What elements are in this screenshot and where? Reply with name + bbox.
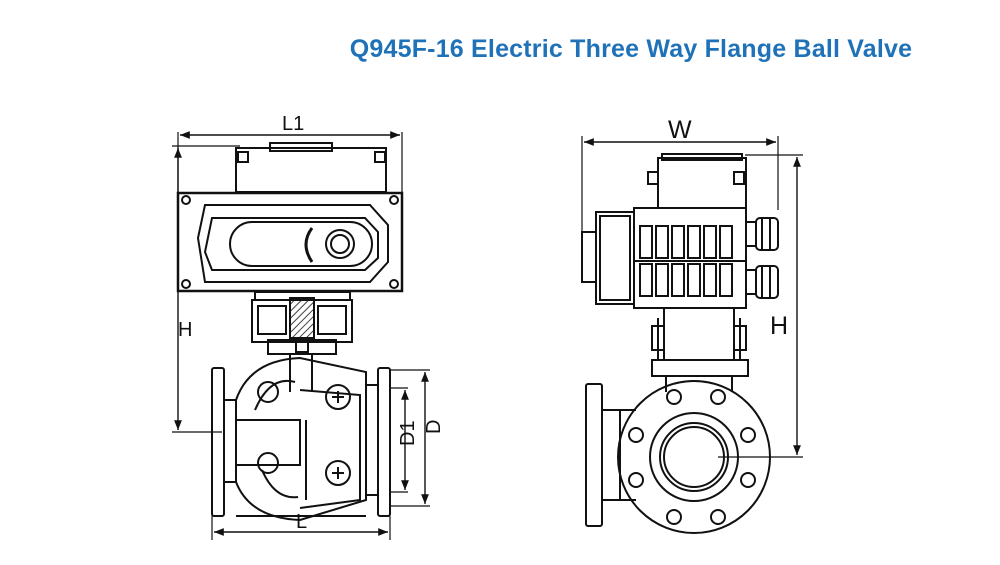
actuator-top-cap-side [657, 157, 747, 209]
label-h-side: H [770, 312, 788, 340]
valve-body-front [211, 356, 391, 522]
front-view [172, 131, 430, 540]
label-d: D [423, 420, 445, 434]
label-l1: L1 [282, 113, 304, 135]
dimension-l [211, 516, 391, 540]
side-view [581, 136, 803, 534]
diagram-title: Q945F-16 Electric Three Way Flange Ball … [349, 35, 913, 63]
label-l: L [296, 511, 307, 533]
cooling-fins [634, 225, 746, 297]
dimension-w [581, 136, 779, 232]
bracket-side [663, 307, 735, 361]
body-bolt [325, 384, 351, 410]
dimension-l1 [177, 131, 403, 192]
label-h-front: H [178, 319, 192, 341]
flange-face [617, 380, 771, 534]
dimension-h-front [172, 145, 240, 433]
label-w: W [668, 116, 692, 144]
indicator-knob [325, 229, 355, 259]
valve-body-side [585, 376, 771, 534]
dimension-h-side [718, 154, 803, 458]
actuator-body [176, 191, 404, 293]
cable-glands [745, 217, 779, 299]
dimension-d1-d [390, 369, 430, 507]
actuator-top-cap [235, 147, 387, 193]
body-bolt [325, 460, 351, 486]
label-d1: D1 [397, 420, 419, 446]
